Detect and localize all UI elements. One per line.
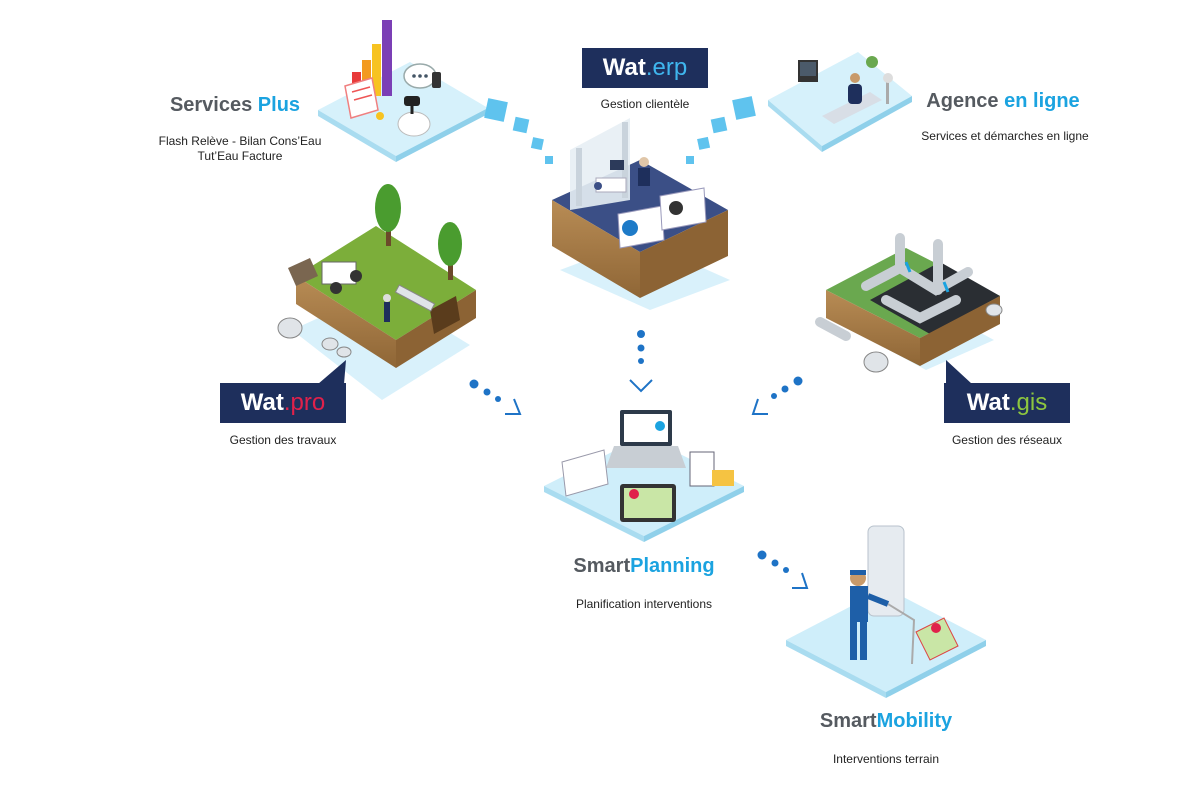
wat-erp-badge: Wat.erp [582,48,708,88]
connector-gis-to-planning [751,376,803,415]
wat-pro-prefix: Wat [240,389,284,416]
wat-erp-illustration [552,118,730,310]
wat-pro-subtitle: Gestion des travaux [229,433,337,447]
connector-erp-to-planning [629,330,653,393]
wat-pro-suffix: .pro [283,389,326,416]
wat-gis-suffix: .gis [1009,389,1048,416]
smart-planning-title-accent: Planning [630,555,715,577]
wat-gis-prefix: Wat [966,389,1010,416]
wat-gis-badge-pointer [946,360,972,384]
wat-gis-badge: Wat.gis [944,383,1070,423]
smart-mobility-illustration [786,525,986,698]
smart-mobility-title: SmartMobility [800,710,972,733]
wat-pro-badge: Wat.pro [220,383,346,423]
services-plus-title-main: Services [169,94,258,116]
agence-title-main: Agence [926,90,1005,112]
wat-gis-illustration [815,233,1003,373]
smart-mobility-subtitle: Interventions terrain [832,752,940,766]
agence-subtitle: Services et démarches en ligne [921,129,1089,143]
smart-mobility-title-accent: Mobility [876,710,953,732]
wat-erp-prefix: Wat [602,54,646,81]
wat-erp-subtitle: Gestion clientèle [600,97,690,111]
services-plus-line2: Tut’Eau Facture [197,149,283,163]
services-plus-title: Services Plus [160,94,310,117]
smart-mobility-title-main: Smart [819,710,877,732]
wat-pro-badge-pointer [318,360,346,384]
agence-illustration [768,52,912,152]
agence-title-accent: en ligne [1004,90,1080,112]
agence-title: Agence en ligne [920,90,1086,113]
services-plus-title-accent: Plus [257,94,301,116]
cubes-left-decoration [484,98,553,164]
wat-erp-suffix: .erp [645,54,688,81]
smart-planning-title: SmartPlanning [556,555,732,578]
smart-planning-subtitle: Planification interventions [575,597,713,611]
services-plus-line1: Flash Relève - Bilan Cons’Eau [158,134,322,148]
wat-gis-subtitle: Gestion des réseaux [951,433,1063,447]
smart-planning-illustration [544,410,744,542]
services-plus-illustration [318,20,488,162]
connector-pro-to-planning [469,379,522,415]
smart-planning-title-main: Smart [573,555,631,577]
connector-planning-to-mobility [757,550,809,589]
cubes-right-decoration [686,96,756,164]
wat-pro-illustration [277,184,476,400]
